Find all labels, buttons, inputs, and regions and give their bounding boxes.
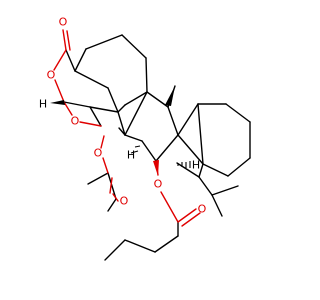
acetate-carbonyl-oxygen: O <box>120 195 129 208</box>
structure-canvas: O O O O O O O H H H <box>39 16 251 261</box>
acetal-hydrogen: H <box>39 98 47 111</box>
methyl-wedge <box>165 86 175 106</box>
atom-labels: O O O O O O O H H H <box>39 16 207 216</box>
hashed-bond-c5 <box>130 145 141 154</box>
butyrate-ester-oxygen: O <box>154 178 163 191</box>
stereo-bonds <box>50 86 191 176</box>
ether-ring-oxygen: O <box>71 115 80 128</box>
acetal-h-wedge <box>50 100 65 105</box>
lactone-ring-oxygen: O <box>47 69 56 82</box>
butyrate-carbonyl-oxygen: O <box>198 203 207 216</box>
ester-wedge <box>153 160 159 176</box>
c7-hydrogen: H <box>192 159 200 172</box>
c5-hydrogen: H <box>127 149 135 162</box>
lactone-carbonyl-oxygen: O <box>59 16 68 29</box>
hashed-bond-c7 <box>177 161 191 168</box>
acetate-ester-oxygen: O <box>94 147 103 160</box>
molecule-structure: O O O O O O O H H H <box>39 16 251 261</box>
